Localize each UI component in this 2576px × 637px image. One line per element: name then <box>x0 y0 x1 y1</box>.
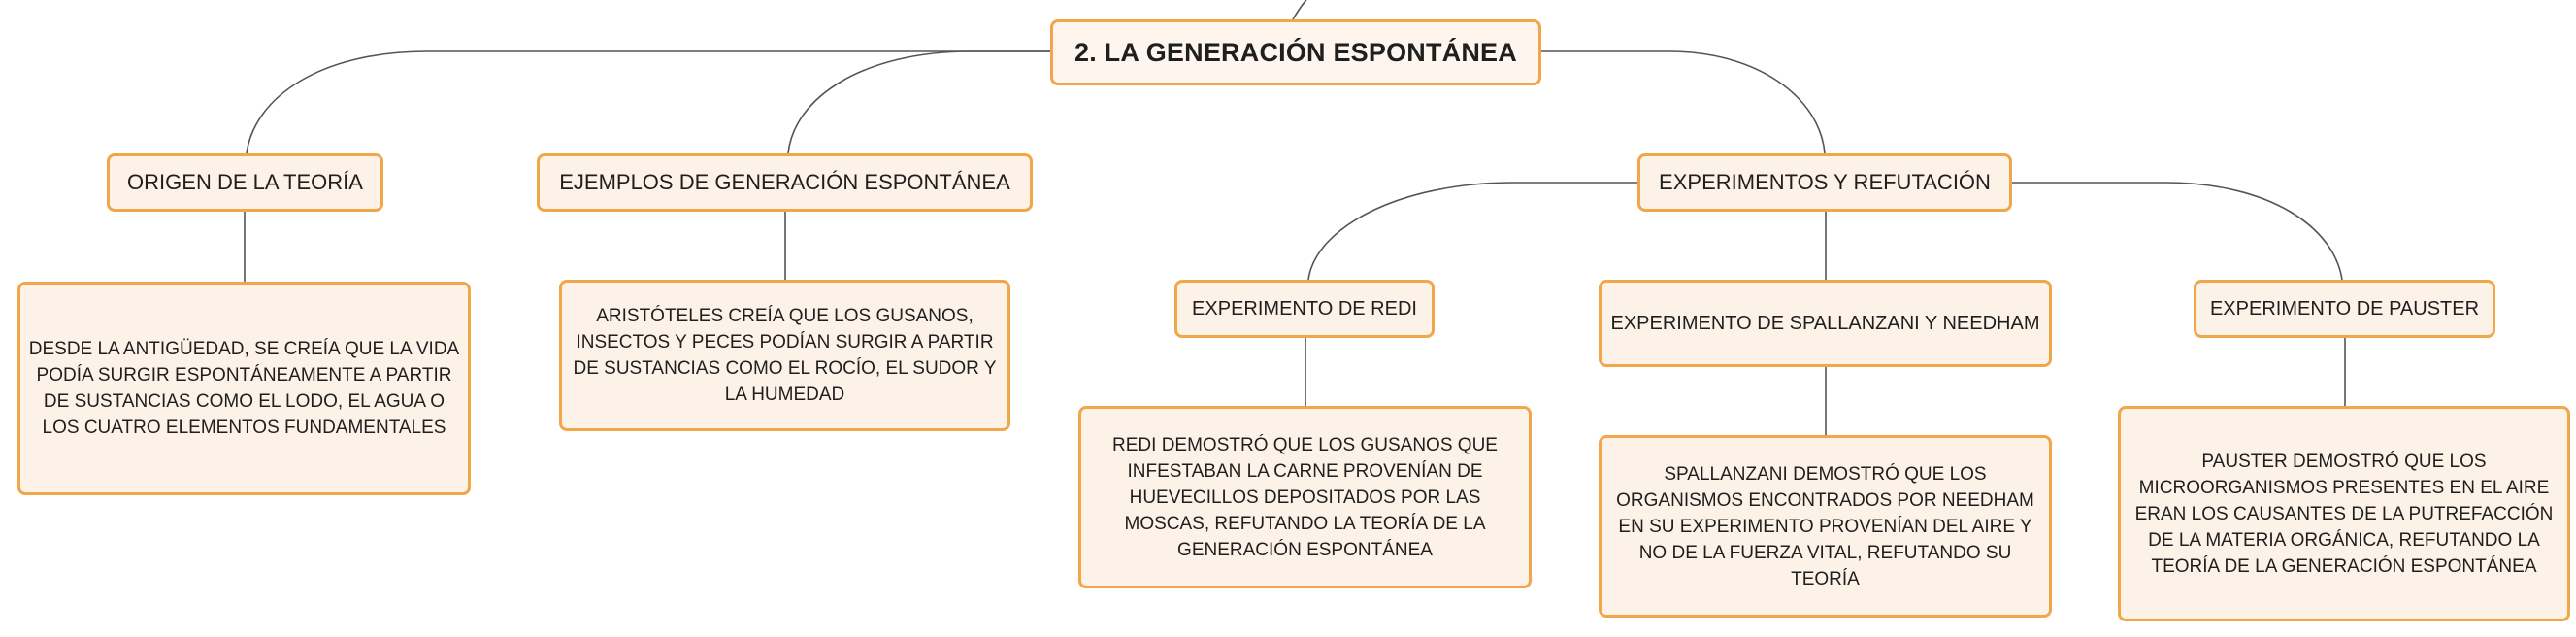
root-label: 2. LA GENERACIÓN ESPONTÁNEA <box>1074 37 1517 67</box>
pauster-node[interactable]: EXPERIMENTO DE PAUSTER <box>2194 280 2495 338</box>
redi-label: EXPERIMENTO DE REDI <box>1192 297 1417 319</box>
ejemplos-description: ARISTÓTELES CREÍA QUE LOS GUSANOS, INSEC… <box>573 306 997 405</box>
origen-node[interactable]: ORIGEN DE LA TEORÍA <box>107 153 383 212</box>
connector-root-origen <box>246 50 1050 154</box>
pauster-description-node[interactable]: PAUSTER DEMOSTRÓ QUE LOS MICROORGANISMOS… <box>2118 406 2570 621</box>
ejemplos-node[interactable]: EJEMPLOS DE GENERACIÓN ESPONTÁNEA <box>537 153 1033 212</box>
connector-root-ejemplos <box>787 50 1050 154</box>
connector-experimentos-redi <box>1307 182 1637 281</box>
root-node[interactable]: 2. LA GENERACIÓN ESPONTÁNEA <box>1050 19 1541 85</box>
origen-label: ORIGEN DE LA TEORÍA <box>127 170 363 194</box>
ejemplos-description-node[interactable]: ARISTÓTELES CREÍA QUE LOS GUSANOS, INSEC… <box>559 280 1010 431</box>
pauster-label: EXPERIMENTO DE PAUSTER <box>2209 297 2480 319</box>
redi-description: REDI DEMOSTRÓ QUE LOS GUSANOS QUE INFEST… <box>1112 434 1498 560</box>
connector-experimentos-pauster <box>2012 182 2343 281</box>
spallanzani-label: EXPERIMENTO DE SPALLANZANI Y NEEDHAM <box>1610 312 2040 334</box>
origen-description-node[interactable]: DESDE LA ANTIGÜEDAD, SE CREÍA QUE LA VID… <box>17 282 471 495</box>
redi-node[interactable]: EXPERIMENTO DE REDI <box>1174 280 1435 338</box>
ejemplos-label: EJEMPLOS DE GENERACIÓN ESPONTÁNEA <box>559 170 1010 194</box>
redi-description-node[interactable]: REDI DEMOSTRÓ QUE LOS GUSANOS QUE INFEST… <box>1078 406 1532 588</box>
pauster-description: PAUSTER DEMOSTRÓ QUE LOS MICROORGANISMOS… <box>2134 451 2554 577</box>
spallanzani-description-node[interactable]: SPALLANZANI DEMOSTRÓ QUE LOS ORGANISMOS … <box>1599 435 2052 618</box>
connector-root-experimentos <box>1541 50 1826 154</box>
experimentos-label: EXPERIMENTOS Y REFUTACIÓN <box>1659 170 1991 194</box>
experimentos-node[interactable]: EXPERIMENTOS Y REFUTACIÓN <box>1637 153 2012 212</box>
spallanzani-description: SPALLANZANI DEMOSTRÓ QUE LOS ORGANISMOS … <box>1616 463 2034 589</box>
connector-root-parent <box>1292 0 1307 20</box>
spallanzani-node[interactable]: EXPERIMENTO DE SPALLANZANI Y NEEDHAM <box>1599 280 2052 367</box>
origen-description: DESDE LA ANTIGÜEDAD, SE CREÍA QUE LA VID… <box>28 339 460 438</box>
